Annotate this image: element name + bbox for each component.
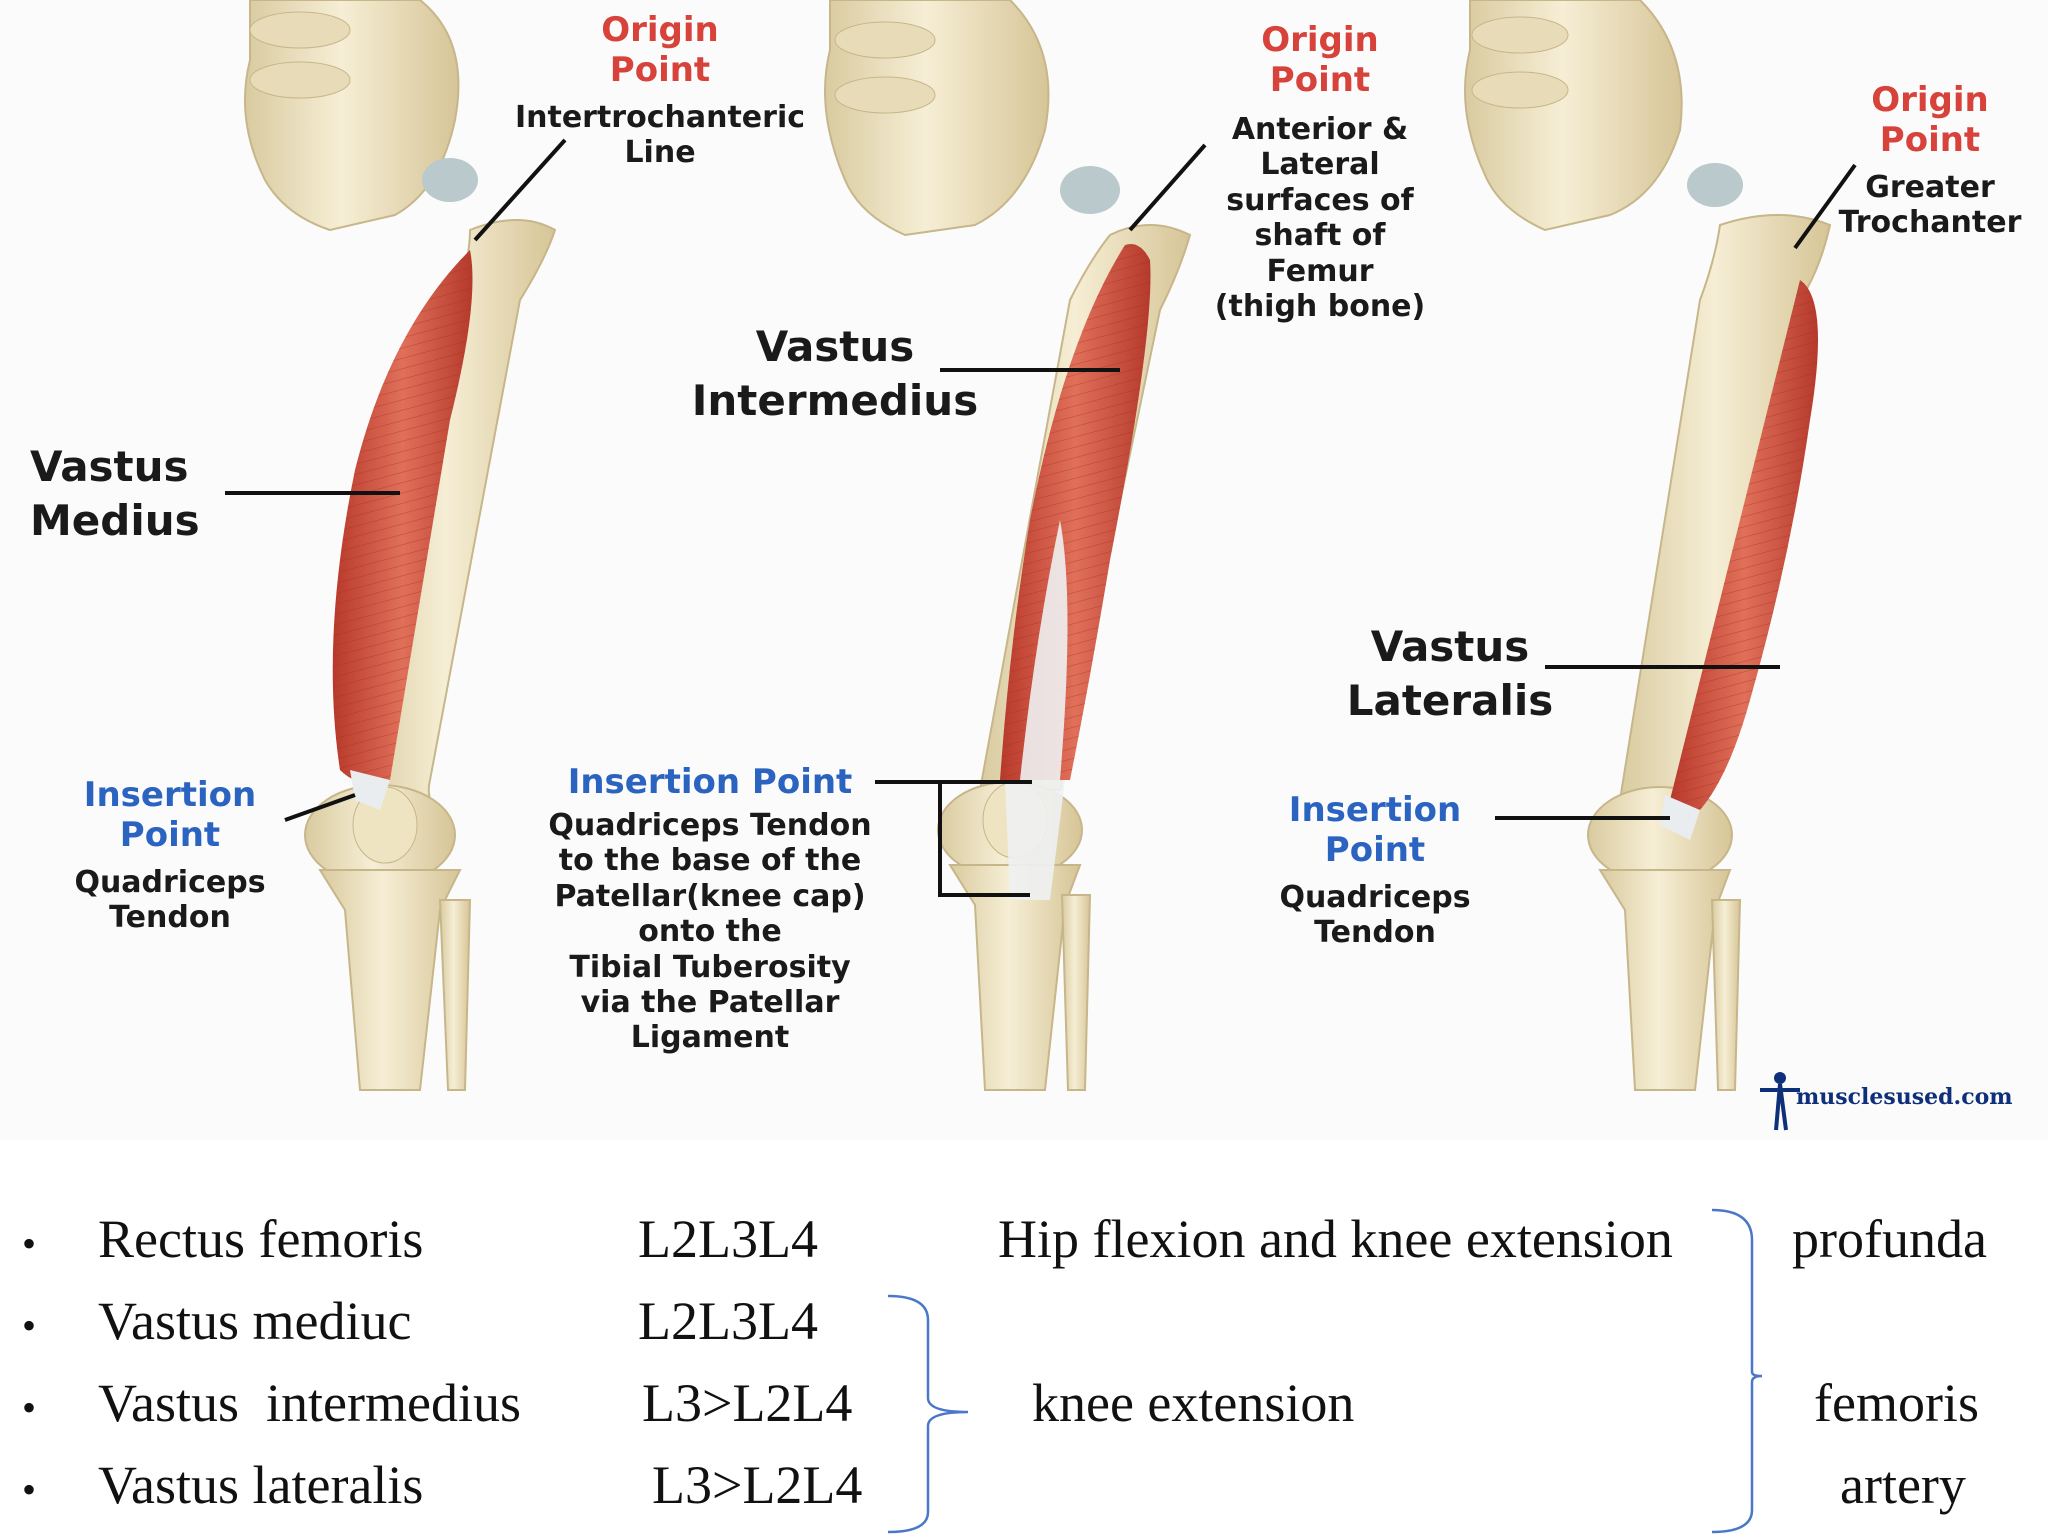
grouping-braces	[887, 1208, 1763, 1534]
panel2-insertion-desc-l3: Patellar(knee cap)	[554, 878, 866, 914]
panel2-insertion-desc-l6: via the Patellar	[580, 984, 840, 1020]
panel2-origin-desc-l6: (thigh bone)	[1214, 288, 1426, 324]
row1-nerve: L2L3L4	[638, 1209, 818, 1269]
panel1-origin-desc-l1: Intertrochanteric	[514, 100, 806, 135]
panel2-insertion-desc-l4: onto the	[638, 914, 782, 950]
pelvis-1	[244, 0, 478, 232]
panel3-origin-title-l1: Origin	[1871, 80, 1989, 120]
anatomy-illustration	[225, 0, 1857, 1131]
panel3-muscle-l2: Lateralis	[1346, 675, 1554, 725]
artery-line-2: femoris	[1814, 1373, 1979, 1433]
row3-action: knee extension	[1032, 1373, 1355, 1433]
femur-3	[1618, 214, 1832, 801]
pelvis-2	[824, 0, 1120, 237]
row4-muscle: Vastus lateralis	[98, 1455, 424, 1515]
panel3-insertion-title-l2: Point	[1324, 830, 1426, 871]
panel3-insertion-title: Insertion Point	[1265, 790, 1485, 870]
panel1-insertion-desc-l1: Quadriceps	[74, 865, 266, 900]
pelvis-3	[1464, 0, 1743, 232]
knee-1	[304, 784, 472, 1091]
panel3-muscle-l1: Vastus	[1370, 622, 1530, 671]
panel2-insertion-desc-l1: Quadriceps Tendon	[548, 808, 872, 843]
panel2-insertion-desc-l7: Ligament	[630, 1020, 790, 1056]
panel1-origin-title-l1: Origin	[601, 10, 719, 50]
panel2-origin-desc-l1: Anterior &	[1231, 112, 1409, 147]
bullet-4: •	[22, 1467, 37, 1512]
panel1-insertion-title-l1: Insertion	[83, 775, 257, 815]
row4-nerve: L3>L2L4	[652, 1455, 863, 1515]
panel2-origin-title: Origin Point	[1240, 20, 1400, 100]
panel3-insertion-desc-l2: Tendon	[1314, 915, 1436, 951]
artery-brace	[1711, 1208, 1763, 1534]
panel3-origin-desc: Greater Trochanter	[1820, 170, 2040, 241]
musclesused-logo-figure	[1760, 1072, 1800, 1131]
bullet-1: •	[22, 1221, 37, 1266]
panel1-insertion-title: Insertion Point	[50, 775, 290, 855]
panel1-muscle-l2: Medius	[30, 495, 200, 545]
row2-nerve: L2L3L4	[638, 1291, 818, 1351]
panel-1-illustration	[225, 0, 567, 1091]
bullet-2: •	[22, 1303, 37, 1348]
artery-line-1: profunda	[1792, 1209, 1987, 1269]
panel2-origin-title-l2: Point	[1269, 60, 1371, 101]
panel1-muscle-l1: Vastus	[30, 442, 189, 491]
panel2-insertion-desc-l5: Tibial Tuberosity	[569, 949, 851, 985]
panel2-origin-desc-l4: shaft of	[1254, 218, 1386, 254]
panel3-insertion-desc-l1: Quadriceps	[1279, 880, 1471, 915]
panel1-origin-desc: Intertrochanteric Line	[495, 100, 825, 171]
row3-muscle: Vastus intermedius	[98, 1373, 521, 1433]
panel3-origin-title: Origin Point	[1850, 80, 2010, 160]
panel2-insertion-desc-l2: to the base of the	[558, 843, 862, 879]
panel2-origin-desc-l5: Femur	[1266, 253, 1374, 289]
bullet-3: •	[22, 1385, 37, 1430]
panel2-origin-desc: Anterior & Lateral surfaces of shaft of …	[1190, 112, 1450, 324]
panel3-muscle-label: Vastus Lateralis	[1335, 620, 1565, 728]
row2-muscle: Vastus mediuc	[98, 1291, 412, 1351]
panel2-muscle-l1: Vastus	[755, 322, 915, 371]
panel1-insertion-desc-l2: Tendon	[109, 900, 231, 936]
panel2-insertion-desc: Quadriceps Tendon to the base of the Pat…	[505, 808, 915, 1056]
panel2-origin-desc-l2: Lateral	[1260, 147, 1380, 183]
panel-3-illustration	[1464, 0, 1857, 1091]
panel3-insertion-title-l1: Insertion	[1288, 790, 1462, 830]
panel3-insertion-desc: Quadriceps Tendon	[1245, 880, 1505, 951]
panel2-origin-title-l1: Origin	[1261, 20, 1379, 60]
panel1-origin-title-l2: Point	[609, 50, 711, 91]
panel3-origin-title-l2: Point	[1879, 120, 1981, 161]
panel3-origin-desc-l2: Trochanter	[1838, 205, 2022, 241]
panel2-origin-desc-l3: surfaces of	[1226, 182, 1414, 218]
watermark-text: musclesused.com	[1796, 1084, 2013, 1110]
panel2-insertion-title-l1: Insertion Point	[567, 762, 853, 802]
panel2-muscle-l2: Intermedius	[691, 375, 979, 425]
panel1-insertion-title-l2: Point	[119, 815, 221, 856]
row1-muscle: Rectus femoris	[98, 1209, 424, 1269]
panel1-muscle-label: Vastus Medius	[30, 440, 240, 548]
panel-2-illustration	[824, 0, 1207, 1091]
panel3-origin-desc-l1: Greater	[1865, 170, 1995, 205]
panel2-muscle-label: Vastus Intermedius	[680, 320, 990, 428]
artery-line-3: artery	[1840, 1455, 1966, 1515]
anatomy-figure: Origin Point Intertrochanteric Line Vast…	[30, 0, 2040, 1131]
panel1-origin-title: Origin Point	[580, 10, 740, 90]
panel1-insertion-desc: Quadriceps Tendon	[40, 865, 300, 936]
knee-3	[1587, 786, 1742, 1091]
row1-action: Hip flexion and knee extension	[998, 1209, 1673, 1269]
vasti-brace	[887, 1294, 969, 1534]
row3-nerve: L3>L2L4	[642, 1373, 853, 1433]
panel1-origin-desc-l2: Line	[624, 135, 696, 171]
panel2-insertion-title: Insertion Point	[540, 762, 880, 802]
